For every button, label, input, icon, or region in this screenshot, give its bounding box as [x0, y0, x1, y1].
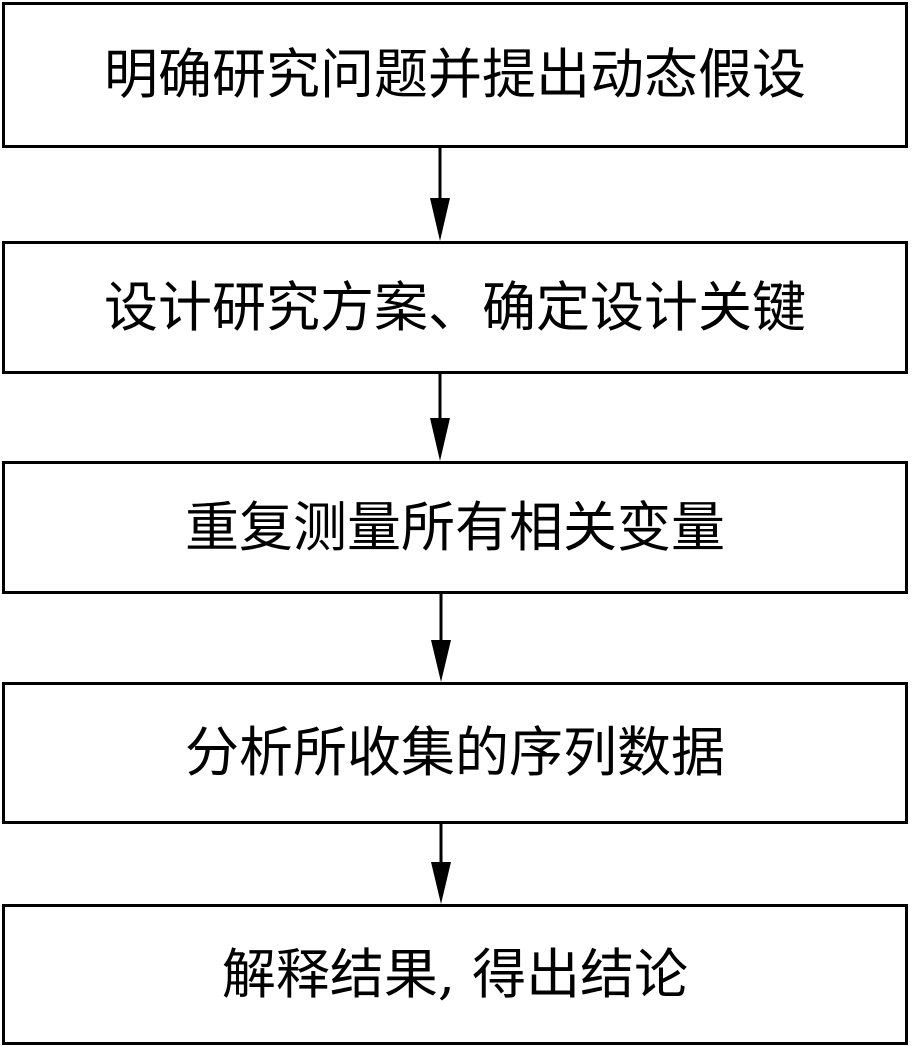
- arrow-4-to-5: [431, 824, 451, 904]
- flow-step-5-label: 解释结果, 得出结论: [221, 942, 689, 1006]
- flow-step-3: 重复测量所有相关变量: [2, 461, 908, 594]
- flow-step-1: 明确研究问题并提出动态假设: [2, 2, 908, 148]
- flow-step-4-label: 分析所收集的序列数据: [185, 721, 725, 784]
- flow-step-2-label: 设计研究方案、确定设计关键: [104, 275, 806, 339]
- arrow-1-to-2: [430, 148, 450, 241]
- flow-step-5: 解释结果, 得出结论: [2, 904, 908, 1045]
- flow-step-4: 分析所收集的序列数据: [2, 682, 908, 824]
- flow-step-1-label: 明确研究问题并提出动态假设: [104, 43, 806, 106]
- arrow-3-to-4: [431, 594, 451, 682]
- arrow-2-to-3: [430, 374, 450, 461]
- flow-step-3-label: 重复测量所有相关变量: [185, 495, 725, 559]
- flow-step-2: 设计研究方案、确定设计关键: [2, 241, 908, 374]
